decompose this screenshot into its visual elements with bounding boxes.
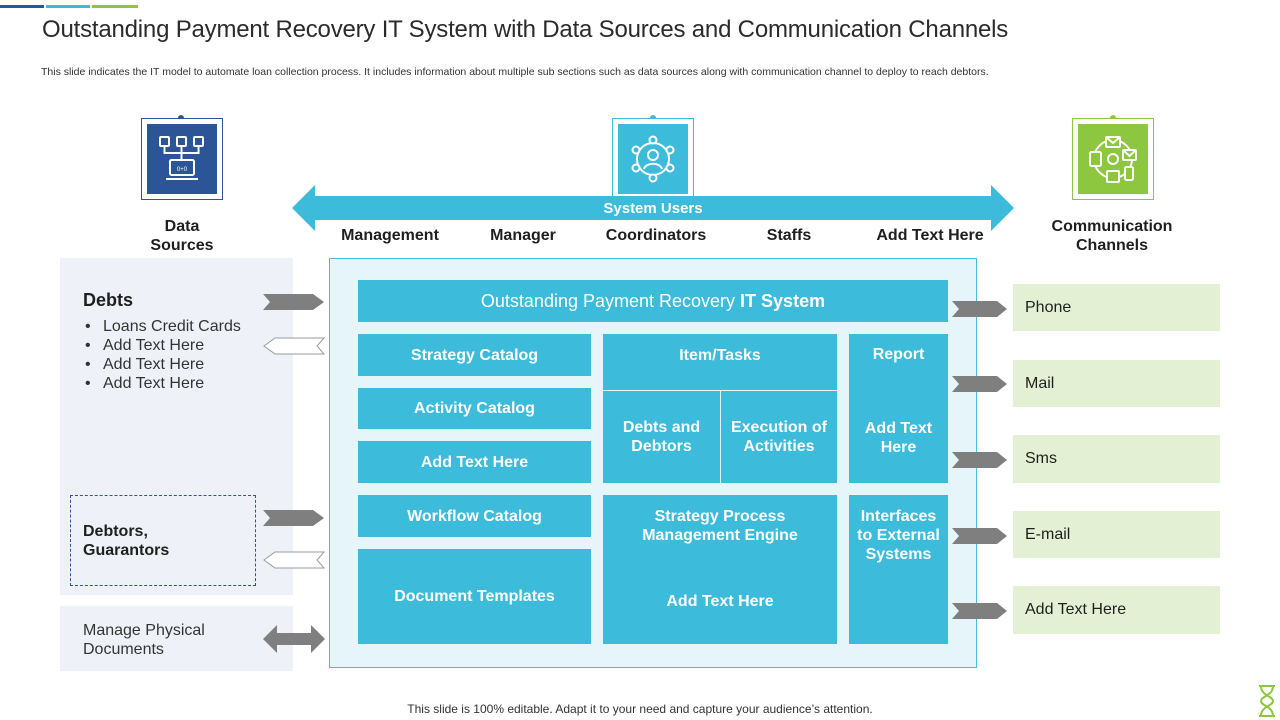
channel-phone: Phone — [1013, 284, 1220, 331]
physical-documents-double-arrow — [263, 625, 325, 653]
user-management: Management — [341, 227, 439, 244]
debtors-arrow-out — [263, 551, 325, 569]
email-arrow — [952, 528, 1007, 544]
activity-catalog: Activity Catalog — [358, 388, 591, 429]
report-box — [849, 334, 948, 483]
item-tasks-heading: Item/Tasks — [603, 334, 837, 390]
data-sources-icon-box: 0+0 — [141, 118, 223, 200]
data-sources-panel — [60, 258, 293, 595]
workflow-catalog: Workflow Catalog — [358, 495, 591, 537]
hourglass-icon — [1259, 685, 1275, 717]
debts-arrow-out — [263, 337, 325, 355]
left-add-text: Add Text Here — [358, 441, 591, 483]
data-sources-label: Data Sources — [150, 218, 214, 254]
user-staffs: Staffs — [766, 227, 812, 244]
engine-heading: Strategy Process Management Engine — [642, 508, 798, 544]
channel-email: E-mail — [1013, 511, 1220, 558]
network-people-icon — [618, 124, 688, 194]
debts-arrow-in — [263, 294, 324, 310]
system-users-label: System Users — [603, 200, 703, 217]
debts-heading: Debts — [83, 290, 134, 310]
channel-mail: Mail — [1013, 360, 1220, 407]
debts-and-debtors: Debts and Debtors — [603, 391, 720, 483]
communication-label: Communication Channels — [1051, 218, 1173, 254]
debts-item: Add Text Here — [83, 336, 241, 355]
accent-line-green — [92, 5, 138, 8]
system-users-double-arrow — [292, 185, 1014, 231]
execution-of-activities: Execution of Activities — [721, 391, 837, 483]
interfaces-external-systems: Interfaces to External Systems — [849, 495, 948, 644]
svg-text:0+0: 0+0 — [177, 167, 188, 173]
channel-add-text: Add Text Here — [1013, 586, 1220, 634]
engine-box — [603, 495, 837, 644]
debts-list: Loans Credit Cards Add Text Here Add Tex… — [83, 317, 241, 393]
slide-title: Outstanding Payment Recovery IT System w… — [42, 16, 1009, 43]
report-text: Add Text Here — [864, 420, 933, 456]
it-system-title-plain: Outstanding Payment Recovery — [480, 290, 741, 311]
report-heading: Report — [872, 346, 925, 363]
debtors-dashed-box — [70, 495, 256, 586]
it-system-title-bar: Outstanding Payment Recovery IT System — [358, 280, 948, 322]
debts-item: Add Text Here — [83, 374, 241, 393]
debts-item: Loans Credit Cards — [83, 317, 241, 336]
user-coordinators: Coordinators — [605, 227, 707, 244]
debts-item: Add Text Here — [83, 355, 241, 374]
flowchart-computer-icon: 0+0 — [147, 124, 217, 194]
accent-line-navy — [0, 5, 44, 8]
channel-sms: Sms — [1013, 435, 1220, 483]
accent-line-cyan — [46, 5, 90, 8]
add-text-arrow — [952, 603, 1007, 619]
communication-icon — [1078, 124, 1148, 194]
sms-arrow — [952, 452, 1007, 468]
mail-arrow — [952, 376, 1007, 392]
communication-icon-box — [1072, 118, 1154, 200]
physical-documents-panel — [60, 606, 293, 671]
system-users-icon-box — [612, 118, 694, 200]
debtors-arrow-in — [263, 510, 324, 526]
slide-subtitle: This slide indicates the IT model to aut… — [41, 66, 989, 78]
strategy-catalog: Strategy Catalog — [358, 334, 591, 376]
slide-footer: This slide is 100% editable. Adapt it to… — [407, 702, 873, 716]
document-templates: Document Templates — [358, 549, 591, 644]
debtors-label: Debtors, Guarantors — [83, 523, 170, 559]
physical-documents-label: Manage Physical Documents — [83, 622, 205, 658]
user-add-text: Add Text Here — [876, 227, 984, 244]
phone-arrow — [952, 301, 1007, 317]
it-system-title-bold: IT System — [740, 290, 826, 311]
user-manager: Manager — [490, 227, 556, 244]
engine-text: Add Text Here — [666, 593, 774, 610]
